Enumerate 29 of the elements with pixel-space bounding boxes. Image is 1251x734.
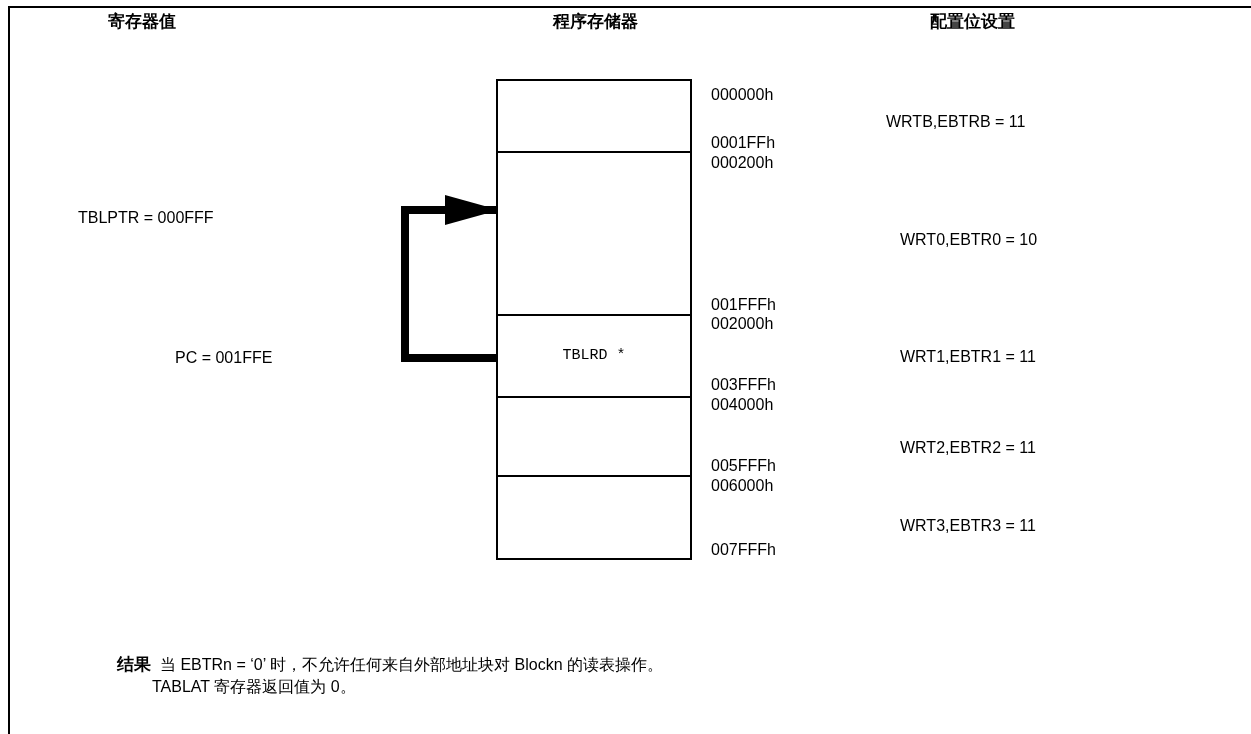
memory-block (496, 475, 692, 560)
memory-block (496, 151, 692, 316)
note-label: 结果 (117, 655, 151, 675)
label-text: 004000h (711, 395, 774, 415)
label-text: WRT3,EBTR3 = 11 (900, 516, 1036, 536)
label-text: PC = 001FFE (175, 348, 273, 368)
memory-block (496, 396, 692, 477)
label-text: WRT1,EBTR1 = 11 (900, 347, 1036, 367)
label-text: 000000h (711, 85, 774, 105)
label-text: 006000h (711, 476, 774, 496)
label-text: WRTB,EBTRB = 11 (886, 112, 1026, 132)
label-text: 005FFFh (711, 456, 776, 476)
label-text: 003FFFh (711, 375, 776, 395)
column-heading: 寄存器值 (108, 12, 176, 32)
label-text: TBLPTR = 000FFF (78, 208, 214, 228)
instruction-text: TBLRD * (562, 345, 626, 366)
memory-block (496, 79, 692, 154)
label-text: 0001FFh (711, 133, 776, 153)
label-text: 007FFFh (711, 540, 776, 560)
label-text: 当 EBTRn = ‘0’ 时，不允许任何来自外部地址块对 Blockn 的读表操作。 (160, 655, 664, 675)
label-text: 000200h (711, 153, 774, 173)
memory-block (496, 314, 692, 398)
label-text: 001FFFh (711, 295, 776, 315)
label-text: 002000h (711, 314, 774, 334)
label-text: TABLAT 寄存器返回值为 0。 (152, 677, 356, 697)
column-heading: 配置位设置 (930, 12, 1015, 32)
label-text: WRT2,EBTR2 = 11 (900, 438, 1036, 458)
label-text: WRT0,EBTR0 = 10 (900, 230, 1038, 250)
column-heading: 程序存储器 (553, 12, 638, 32)
